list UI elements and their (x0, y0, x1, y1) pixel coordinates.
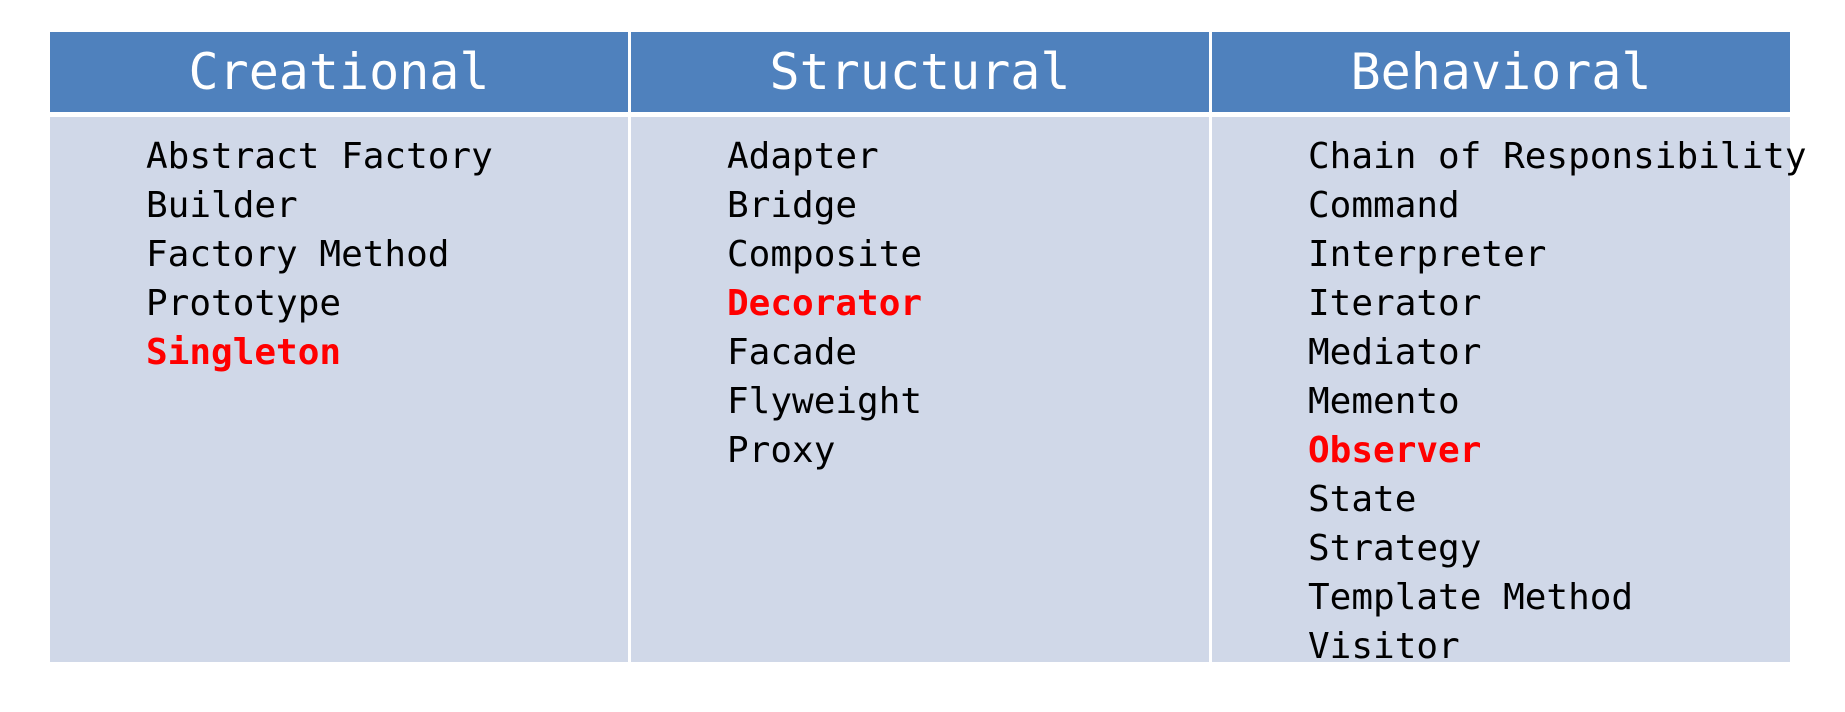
pattern-item: State (1308, 479, 1417, 520)
pattern-item: Memento (1308, 381, 1460, 422)
highlighted-pattern-item: Observer (1308, 430, 1482, 471)
pattern-item: Bridge (727, 185, 858, 226)
pattern-item: Template Method (1308, 577, 1634, 618)
pattern-table: Creational Structural Behavioral Abstrac… (50, 32, 1807, 667)
pattern-item: Interpreter (1308, 234, 1547, 275)
pattern-item: Mediator (1308, 332, 1482, 373)
pattern-item: Composite (727, 234, 923, 275)
pattern-item: Iterator (1308, 283, 1482, 324)
pattern-item: Strategy (1308, 528, 1482, 569)
pattern-item: Prototype (146, 283, 342, 324)
highlighted-pattern-item: Singleton (146, 332, 342, 373)
pattern-item: Command (1308, 185, 1460, 226)
pattern-item: Builder (146, 185, 298, 226)
header-behavioral: Behavioral (1212, 32, 1790, 112)
pattern-item: Proxy (727, 430, 836, 471)
highlighted-pattern-item: Decorator (727, 283, 923, 324)
pattern-item: Abstract Factory (146, 136, 493, 177)
header-structural: Structural (631, 32, 1209, 112)
pattern-item: Adapter (727, 136, 879, 177)
pattern-item: Factory Method (146, 234, 450, 275)
pattern-item: Visitor (1308, 626, 1460, 667)
header-creational: Creational (50, 32, 628, 112)
pattern-item: Flyweight (727, 381, 923, 422)
pattern-item: Chain of Responsibility (1308, 136, 1807, 177)
pattern-item: Facade (727, 332, 858, 373)
